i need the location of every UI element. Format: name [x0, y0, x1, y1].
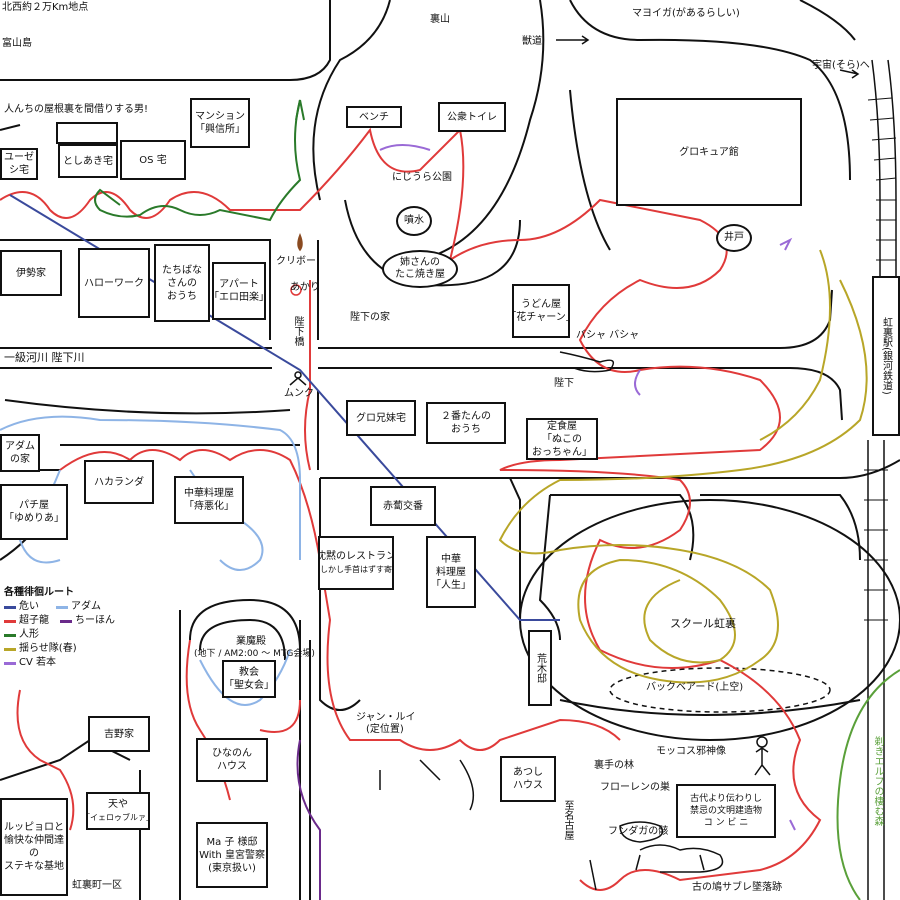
railway-ties — [864, 97, 897, 621]
chinmoku-restaurant: 沈黙のレストラン「しかし手首はずす寄」 — [318, 536, 394, 590]
route-green — [94, 99, 302, 222]
legend-swatch-purple — [60, 619, 72, 623]
nijiura-station: 虹裏駅(銀河鉄道) — [872, 276, 900, 436]
to-nagoya-label: 至名古屋 — [562, 800, 573, 840]
chuka-jinsei: 中華料理屋「人生」 — [426, 536, 476, 608]
tachibana-house: たちばなさんのおうち — [154, 244, 210, 322]
akabane-koban: 赤蔔交番 — [370, 486, 436, 526]
legend-item: 揺らせ隊(春) — [4, 642, 115, 656]
legend-swatch-olive — [4, 647, 16, 651]
ancient-konbini: 古代より伝わりし禁忌の文明建造物コ ン ビ ニ — [676, 784, 776, 838]
yane-otoko-box — [56, 122, 118, 144]
toyama-label: 富山島 — [2, 38, 32, 49]
kuribo-label: クリボー — [276, 256, 316, 267]
sketch-figures — [289, 232, 771, 873]
hellowork: ハローワーク — [78, 248, 150, 318]
apart-erodengaku: アパート「エロ田楽」 — [212, 262, 266, 320]
jean-louis-label: ジャン・ルイ — [356, 712, 416, 723]
ise-house: 伊勢家 — [0, 250, 62, 296]
railway — [867, 59, 897, 900]
nijiura-1ku-label: 虹裏町一区 — [72, 880, 122, 891]
northwest-label: 北西約２万Km地点 — [2, 2, 89, 13]
yuzeshi-house: ユーゼシ宅 — [0, 148, 38, 180]
gyomaden-sub-label: (地下 / AM2:00 ～ MTG会場) — [194, 649, 315, 659]
fundaga-label: フンダガの骸 — [608, 826, 669, 837]
bench: ベンチ — [346, 106, 402, 128]
hakaranda: ハカランダ — [84, 460, 154, 504]
route-purple — [296, 739, 321, 900]
route-violet — [379, 144, 796, 831]
adam-house: アダムの家 — [0, 434, 40, 472]
araki-house: 荒木邸 — [528, 630, 552, 706]
teishoku-shop: 定食屋「ぬこのおっちゃん」 — [526, 418, 598, 460]
akari-label: あかり — [290, 282, 320, 293]
legend-swatch-navy — [4, 605, 16, 609]
mayoiga-label: マヨイガ(があるらしい) — [632, 8, 740, 19]
pachinko-yumeria: パチ屋「ゆめりあ」 — [0, 484, 68, 540]
takoyaki-shop: 姉さんのたこ焼き屋 — [382, 250, 458, 288]
frolen-nest-label: フローレンの巣 — [600, 782, 670, 793]
elf-forest-label: 剃きエルフの棲む森 — [872, 736, 883, 826]
route-green-arrow — [295, 99, 305, 121]
school-label: スクール虹裏 — [670, 617, 736, 630]
legend-title: 各種徘徊ルート — [4, 587, 74, 598]
forest-edge — [836, 669, 900, 900]
urate-forest-label: 裏手の林 — [594, 760, 634, 771]
guro-siblings-house: グロ兄妹宅 — [346, 400, 416, 436]
legend-item: 危い アダム — [4, 600, 115, 614]
kemonomichi-label: 獣道 — [522, 36, 542, 47]
toshiaki-house: としあき宅 — [58, 144, 118, 178]
river-label: 一級河川 陛下川 — [4, 351, 85, 364]
jean-louis-sub-label: (定位置) — [366, 724, 404, 735]
chuka-jiakka: 中華料理屋「痔悪化」 — [174, 476, 244, 524]
heika-bridge-label: 陛下橋 — [292, 316, 303, 346]
route-olive — [498, 249, 868, 684]
legend-swatch-red — [4, 619, 16, 623]
uchu-label: 宇宙(そら)へ — [812, 60, 870, 71]
mokkosu-label: モッコス邪神像 — [656, 746, 726, 757]
udon-shop: うどん屋「花チャーン」 — [512, 284, 570, 338]
urayama-label: 裏山 — [430, 14, 450, 25]
backbeard-shadow — [609, 667, 831, 713]
arrows — [556, 35, 860, 891]
legend-item: 人形 — [4, 628, 115, 642]
church-seijokai: 教会「聖女会」 — [222, 660, 276, 698]
legend-swatch-lightblue — [56, 605, 68, 609]
legend-item: CV 若本 — [4, 656, 115, 670]
heika-house-label: 陛下の家 — [350, 312, 390, 323]
yoshinoya: 吉野家 — [88, 716, 150, 752]
route-legend: 各種徘徊ルート 危い アダム 超子龍 ちーほん 人形 揺らせ隊(春) CV 若本 — [4, 586, 115, 670]
public-toilet: 公衆トイレ — [438, 102, 506, 132]
hinanon-house: ひなのんハウス — [196, 738, 268, 782]
basha-label: バシャ バシャ — [576, 330, 640, 341]
nibanta-house: ２番たんのおうち — [426, 402, 506, 444]
legend-item: 超子龍 ちーほん — [4, 614, 115, 628]
gyomaden-label: 業魔殿 — [236, 636, 266, 647]
atsushi-house: あつしハウス — [500, 756, 556, 802]
hatosabure-label: 古の鳩サブレ墜落跡 — [692, 882, 782, 893]
legend-swatch-green — [4, 633, 16, 637]
yane-otoko-label: 人んちの屋根裏を間借りする男! — [4, 104, 149, 115]
luppyoro-base: ルッピョロと愉快な仲間達のステキな基地 — [0, 798, 68, 896]
mansion-kousinjo: マンション「興信所」 — [190, 98, 250, 148]
legend-swatch-violet — [4, 661, 16, 665]
backbeard-label: バックベアード(上空) — [646, 682, 744, 693]
glocure-hall: グロキュア館 — [616, 98, 802, 206]
tenya: 天や「イェロゥブルァ」 — [86, 792, 150, 830]
well: 井戸 — [716, 224, 752, 252]
munku-label: ムンク — [284, 388, 314, 399]
fountain: 噴水 — [396, 206, 432, 236]
heika-label: 陛下 — [554, 378, 574, 389]
nijiura-park-label: にじうら公園 — [392, 172, 452, 183]
os-house: OS 宅 — [120, 140, 186, 180]
